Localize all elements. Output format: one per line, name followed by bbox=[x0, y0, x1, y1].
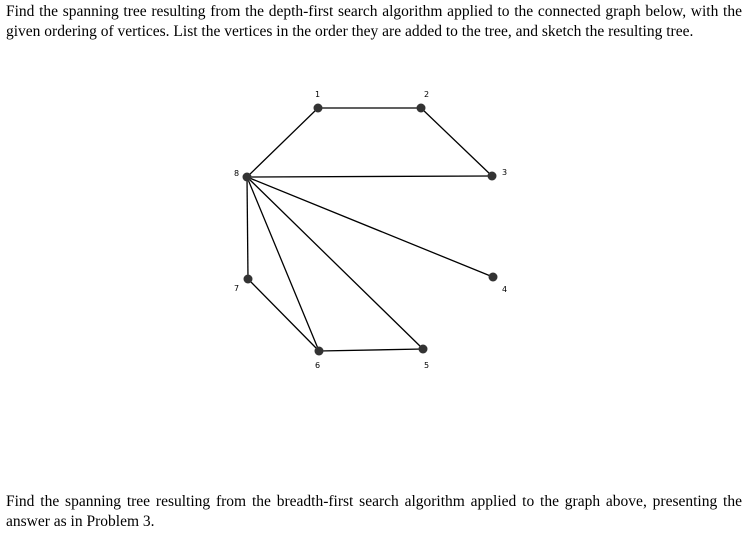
edge-7-6 bbox=[247, 278, 320, 352]
vertex-label-4: 4 bbox=[502, 285, 507, 294]
vertex-4 bbox=[488, 272, 498, 282]
problem-4-text: Find the spanning tree resulting from th… bbox=[6, 493, 742, 530]
vertex-2 bbox=[416, 103, 426, 113]
vertex-label-2: 2 bbox=[424, 90, 429, 99]
edge-8-3 bbox=[246, 175, 493, 178]
edge-8-6 bbox=[246, 176, 320, 352]
edge-8-4 bbox=[246, 176, 494, 278]
vertex-label-7: 7 bbox=[234, 284, 239, 293]
edge-6-5 bbox=[318, 348, 424, 352]
edge-8-7 bbox=[246, 176, 249, 280]
vertex-label-5: 5 bbox=[424, 361, 429, 370]
edge-1-8 bbox=[246, 107, 319, 178]
edge-2-3 bbox=[420, 107, 493, 177]
vertex-label-1: 1 bbox=[315, 90, 320, 99]
vertex-3 bbox=[487, 171, 497, 181]
vertex-6 bbox=[314, 346, 324, 356]
edge-8-5 bbox=[246, 176, 424, 350]
vertex-label-8: 8 bbox=[234, 169, 239, 178]
vertex-8 bbox=[242, 172, 252, 182]
vertex-1 bbox=[313, 103, 323, 113]
problem-3-text: Find the spanning tree resulting from th… bbox=[6, 3, 742, 40]
vertex-label-6: 6 bbox=[315, 361, 320, 370]
vertex-5 bbox=[418, 344, 428, 354]
vertex-7 bbox=[243, 274, 253, 284]
vertex-label-3: 3 bbox=[502, 168, 507, 177]
